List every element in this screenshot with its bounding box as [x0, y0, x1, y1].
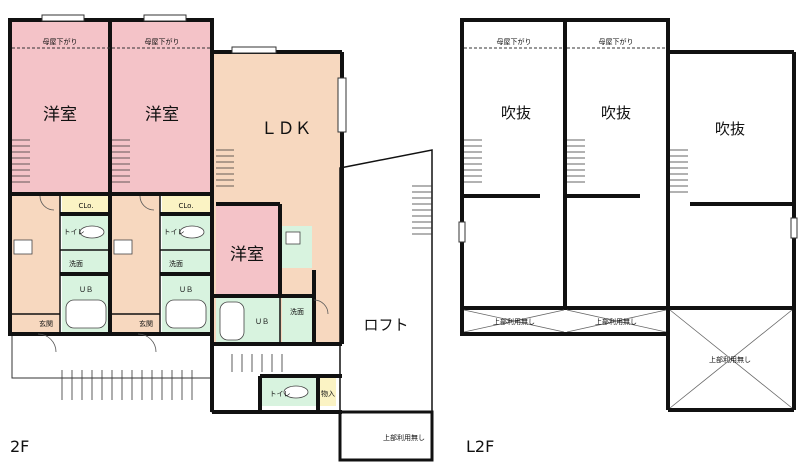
eaves-label-2: 母屋下がり [145, 37, 180, 46]
western-room-2 [112, 22, 210, 194]
eaves-label-l2f-1: 母屋下がり [497, 37, 532, 46]
upper-unusable-l2f-3: 上部利用無し [709, 355, 751, 364]
unusable-band-l2f [464, 310, 664, 332]
upper-unusable-l2f-2: 上部利用無し [595, 317, 637, 326]
eaves-label-l2f-2: 母屋下がり [599, 37, 634, 46]
washroom-2 [162, 250, 210, 274]
loft-label: ロフト [363, 316, 408, 334]
loft-area [339, 149, 433, 413]
fixtures-2f [13, 225, 309, 399]
windows-l2f [458, 217, 798, 243]
walls-l2f [460, 18, 796, 412]
toilet-2-label: トイレ [164, 228, 185, 236]
unit1-hall [12, 196, 60, 334]
washroom-3 [282, 298, 312, 344]
floor-l2f: 吹抜 吹抜 吹抜 母屋下がり 母屋下がり 上部利用無し 上部利用無し 上部利用無… [458, 18, 798, 456]
thin-walls-2f [12, 196, 281, 344]
floor-label-l2f: L2F [466, 437, 494, 456]
unusable-cross-l2f [463, 309, 793, 409]
floor-label-2f: 2F [10, 437, 29, 456]
entrance-1-label: 玄関 [39, 319, 53, 328]
storage-label: 物入 [321, 389, 335, 398]
void-1-label: 吹抜 [501, 104, 531, 122]
entrance-2-label: 玄関 [139, 319, 153, 328]
wash-2-label: 洗面 [169, 259, 183, 268]
closet-2-label: CLo. [178, 202, 193, 210]
ldk-label: ＬＤＫ [261, 119, 312, 139]
washroom-1 [62, 250, 110, 274]
windows-2f [41, 14, 347, 133]
upper-unusable-l2f-1: 上部利用無し [493, 317, 535, 326]
western-room-3 [216, 206, 278, 296]
storage-room [320, 378, 336, 406]
unit2-hall [112, 196, 160, 334]
toilet-1-label: トイレ [64, 228, 85, 236]
loft-lower [338, 410, 434, 462]
bath-1-label: ＵＢ [79, 286, 93, 294]
floor-2f: 洋室 洋室 ＬＤＫ 洋室 ロフト 母屋下がり 母屋下がり CLo. CLo. ト… [8, 14, 434, 462]
walls-2f [8, 18, 344, 414]
toilet-3-label: トイレ [270, 390, 291, 398]
stairs-l2f [464, 139, 688, 193]
void-3-label: 吹抜 [715, 120, 745, 138]
door-swings-2f [37, 195, 329, 353]
bath-2-label: ＵＢ [179, 286, 193, 294]
stairs-2f [12, 139, 432, 400]
western-room-1 [12, 22, 110, 194]
upper-unusable-label: 上部利用無し [383, 433, 425, 442]
bath-3-label: ＵＢ [255, 318, 269, 326]
wash-1-label: 洗面 [69, 259, 83, 268]
closet-1 [62, 196, 110, 214]
closet-2 [162, 196, 210, 214]
western-room-1-label: 洋室 [43, 105, 77, 125]
wash-3-label: 洗面 [290, 307, 304, 316]
western-room-2-label: 洋室 [145, 105, 179, 125]
eaves-label-1: 母屋下がり [43, 37, 78, 46]
western-room-3-label: 洋室 [230, 245, 264, 265]
closet-1-label: CLo. [78, 202, 93, 210]
void-2-label: 吹抜 [601, 104, 631, 122]
